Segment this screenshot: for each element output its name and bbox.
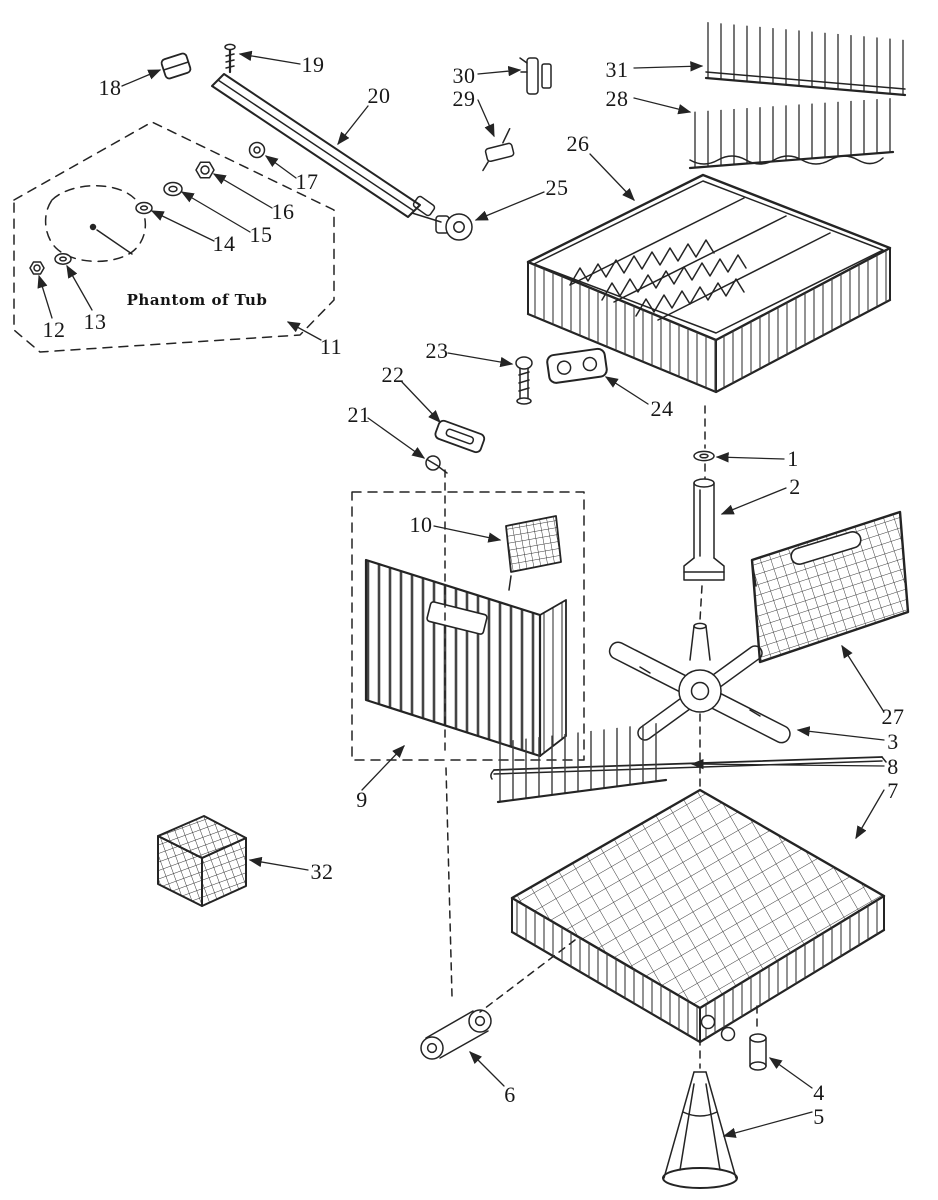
link-6 [420, 1009, 492, 1060]
nut-12 [29, 261, 45, 275]
assembly-centerlines [444, 405, 758, 1069]
latch-plate-24 [546, 347, 608, 384]
part-label-10: 10 [409, 512, 433, 537]
phantom-of-tub-label: Phantom of Tub [126, 291, 268, 309]
phantom-tub-box [13, 121, 335, 353]
part-label-21: 21 [347, 402, 371, 427]
tub-stud [89, 223, 133, 255]
spray-arm-bearing [689, 622, 711, 661]
washer-1 [693, 450, 715, 462]
clip-30 [519, 57, 552, 95]
part-label-13: 13 [83, 309, 107, 334]
part-label-2: 2 [789, 474, 801, 499]
lower-dishrack [510, 788, 886, 1044]
screw-23 [515, 356, 533, 405]
clip-29 [482, 127, 515, 172]
nut-16 [195, 161, 215, 179]
spindle-2 [683, 478, 725, 581]
part-label-18: 18 [98, 75, 122, 100]
small-basket-32 [157, 815, 247, 907]
slotted-panel [364, 558, 567, 758]
washer-14 [135, 201, 153, 215]
part-label-15: 15 [249, 222, 273, 247]
stud-17 [248, 141, 266, 159]
part-label-4: 4 [813, 1080, 825, 1105]
small-grid-10 [505, 515, 562, 591]
part-label-12: 12 [42, 317, 66, 342]
tine-row-31 [704, 22, 907, 97]
part-label-28: 28 [605, 86, 629, 111]
part-label-30: 30 [452, 63, 476, 88]
part-label-26: 26 [566, 131, 590, 156]
silverware-basket-27 [750, 510, 910, 664]
part-label-6: 6 [504, 1082, 516, 1107]
washer-13 [54, 253, 72, 265]
part-label-25: 25 [545, 175, 569, 200]
part-label-16: 16 [271, 199, 295, 224]
lower-tine-row [496, 722, 668, 804]
bracket-22 [434, 419, 486, 454]
part-label-24: 24 [650, 396, 674, 421]
part-label-31: 31 [605, 57, 629, 82]
part-label-8: 8 [887, 754, 899, 779]
part-label-23: 23 [425, 338, 449, 363]
part-label-19: 19 [301, 52, 325, 77]
part-label-32: 32 [310, 859, 334, 884]
part-label-3: 3 [887, 729, 899, 754]
upper-dishrack [526, 173, 892, 394]
part-label-27: 27 [881, 704, 905, 729]
track-rail [211, 73, 442, 223]
part-label-9: 9 [356, 787, 368, 812]
part-label-17: 17 [295, 169, 319, 194]
screw-21 [425, 455, 448, 474]
part-label-20: 20 [367, 83, 391, 108]
washer-15 [163, 181, 183, 197]
tine-row-28 [688, 98, 895, 170]
part-label-11: 11 [319, 334, 343, 359]
part-label-22: 22 [381, 362, 405, 387]
end-cap-18 [160, 52, 192, 80]
float-cone-5 [662, 1071, 738, 1189]
part-label-1: 1 [787, 446, 799, 471]
part-label-7: 7 [887, 778, 899, 803]
leader-lines [37, 50, 885, 1138]
roller-4 [749, 1033, 767, 1071]
screw-19 [224, 43, 236, 74]
part-label-5: 5 [813, 1104, 825, 1129]
roller-25 [435, 213, 473, 241]
part-label-14: 14 [212, 231, 236, 256]
part-label-29: 29 [452, 86, 476, 111]
